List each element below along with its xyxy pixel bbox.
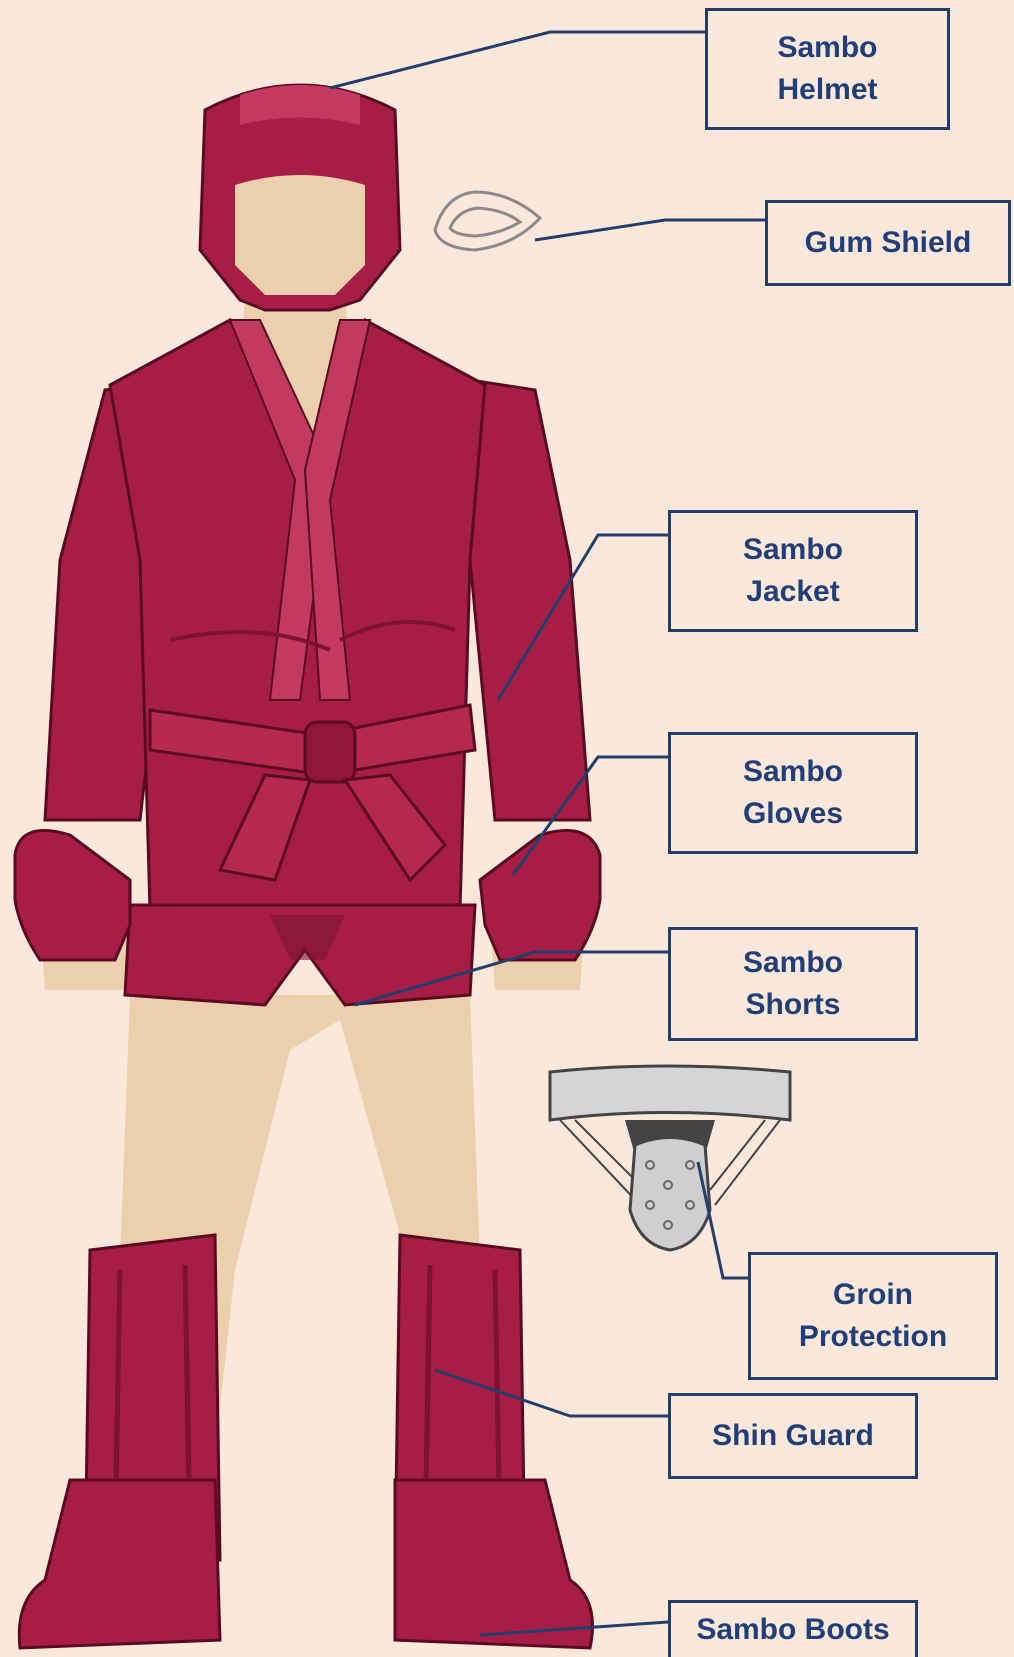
label-gum-shield: Gum Shield <box>765 200 1011 286</box>
label-sambo-jacket-line2: Jacket <box>743 571 843 613</box>
right-boot <box>395 1480 593 1648</box>
label-gum-shield-text: Gum Shield <box>805 222 972 264</box>
label-sambo-shorts-line1: Sambo <box>743 942 843 984</box>
label-sambo-shorts-line2: Shorts <box>743 984 843 1026</box>
label-sambo-helmet-line2: Helmet <box>777 69 877 111</box>
helmet-face-opening <box>235 175 365 295</box>
label-sambo-gloves-line2: Gloves <box>743 793 843 835</box>
label-groin-protection-line2: Protection <box>799 1316 947 1358</box>
right-glove <box>480 831 600 961</box>
gum-shield-drawing <box>435 192 540 250</box>
belt-knot <box>305 722 355 782</box>
groin-protector-drawing <box>550 1066 790 1250</box>
right-sleeve <box>470 380 590 820</box>
label-sambo-helmet-line1: Sambo <box>777 27 877 69</box>
label-sambo-jacket-line1: Sambo <box>743 529 843 571</box>
leader-line-gum-shield <box>535 220 765 240</box>
left-glove <box>15 831 130 961</box>
leader-line-helmet <box>330 32 705 88</box>
left-boot <box>19 1480 220 1648</box>
label-shin-guard-text: Shin Guard <box>712 1415 874 1457</box>
label-groin-protection-line1: Groin <box>799 1274 947 1316</box>
label-sambo-gloves-line1: Sambo <box>743 751 843 793</box>
athlete-figure <box>15 85 600 1648</box>
label-sambo-boots: Sambo Boots <box>668 1600 918 1657</box>
label-shin-guard: Shin Guard <box>668 1393 918 1479</box>
label-sambo-boots-text: Sambo Boots <box>696 1609 889 1651</box>
